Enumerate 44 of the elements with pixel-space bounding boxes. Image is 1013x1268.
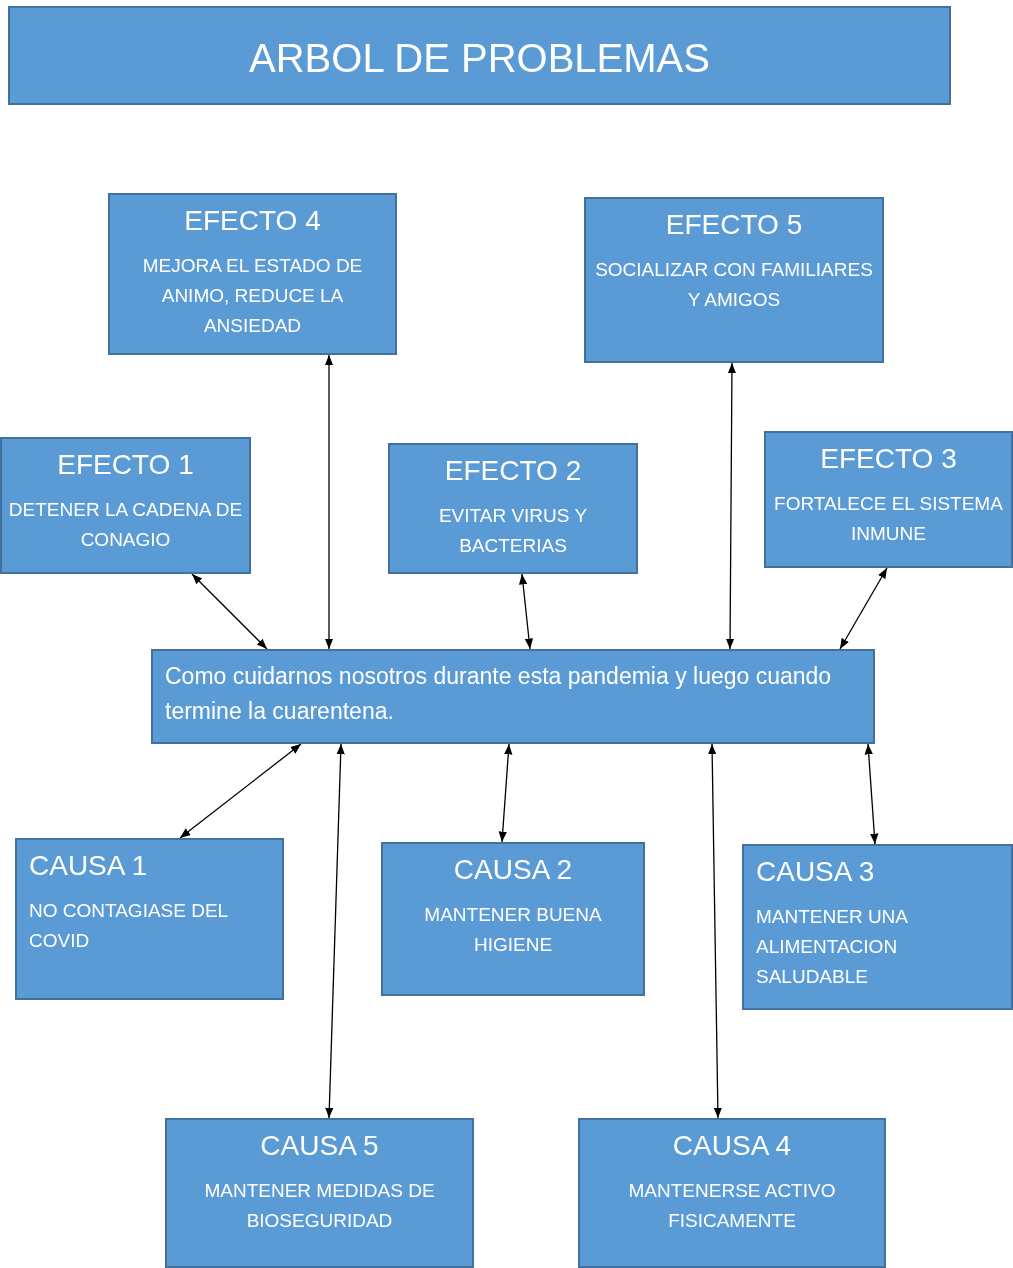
box-description: EVITAR VIRUS Y BACTERIAS [437, 504, 589, 558]
cause-effect-box [381, 842, 645, 996]
box-heading: EFECTO 4 [183, 205, 322, 237]
box-description: MANTENER UNA ALIMENTACION SALUDABLE [756, 905, 909, 989]
problem-box [151, 649, 875, 744]
double-arrow [725, 362, 737, 650]
cause-effect-box [584, 197, 884, 363]
cause-effect-box [0, 437, 251, 574]
double-arrow [325, 743, 345, 1119]
box-description: SOCIALIZAR CON FAMILIARES Y AMIGOS [594, 258, 874, 312]
double-arrow [864, 743, 879, 845]
box-description: MANTENERSE ACTIVO FISICAMENTE [627, 1179, 837, 1233]
double-arrow [839, 567, 888, 650]
box-heading: CAUSA 5 [259, 1130, 380, 1162]
box-description: MANTENER BUENA HIGIENE [423, 903, 603, 957]
double-arrow [708, 743, 722, 1119]
box-heading: CAUSA 3 [756, 856, 876, 888]
box-heading: CAUSA 2 [452, 854, 574, 886]
double-arrow [324, 354, 334, 650]
problem-text: Como cuidarnos nosotros durante esta pandemia y luego cuando termine la cuarentena. [165, 662, 833, 726]
box-heading: CAUSA 4 [671, 1130, 793, 1162]
cause-effect-box [764, 431, 1013, 568]
double-arrow [498, 743, 513, 843]
cause-effect-box [165, 1118, 474, 1268]
box-heading: CAUSA 1 [29, 850, 149, 882]
title-banner [8, 6, 951, 105]
box-heading: EFECTO 3 [819, 443, 958, 475]
double-arrow [518, 573, 534, 650]
title-text: ARBOL DE PROBLEMAS [248, 36, 711, 81]
cause-effect-box [15, 838, 284, 1000]
box-heading: EFECTO 2 [443, 455, 583, 487]
double-arrow [179, 743, 302, 839]
box-description: MANTENER MEDIDAS DE BIOSEGURIDAD [203, 1179, 436, 1233]
double-arrow [191, 573, 268, 650]
cause-effect-box [742, 844, 1013, 1010]
box-heading: EFECTO 1 [56, 449, 195, 481]
cause-effect-box [388, 443, 638, 574]
cause-effect-box [108, 193, 397, 355]
box-heading: EFECTO 5 [664, 209, 804, 241]
box-description: NO CONTAGIASE DEL COVID [29, 899, 229, 953]
box-description: FORTALECE EL SISTEMA INMUNE [773, 492, 1004, 546]
box-description: DETENER LA CADENA DE CONAGIO [8, 498, 243, 552]
cause-effect-box [578, 1118, 886, 1268]
box-description: MEJORA EL ESTADO DE ANIMO, REDUCE LA ANSIEDAD [141, 254, 364, 338]
